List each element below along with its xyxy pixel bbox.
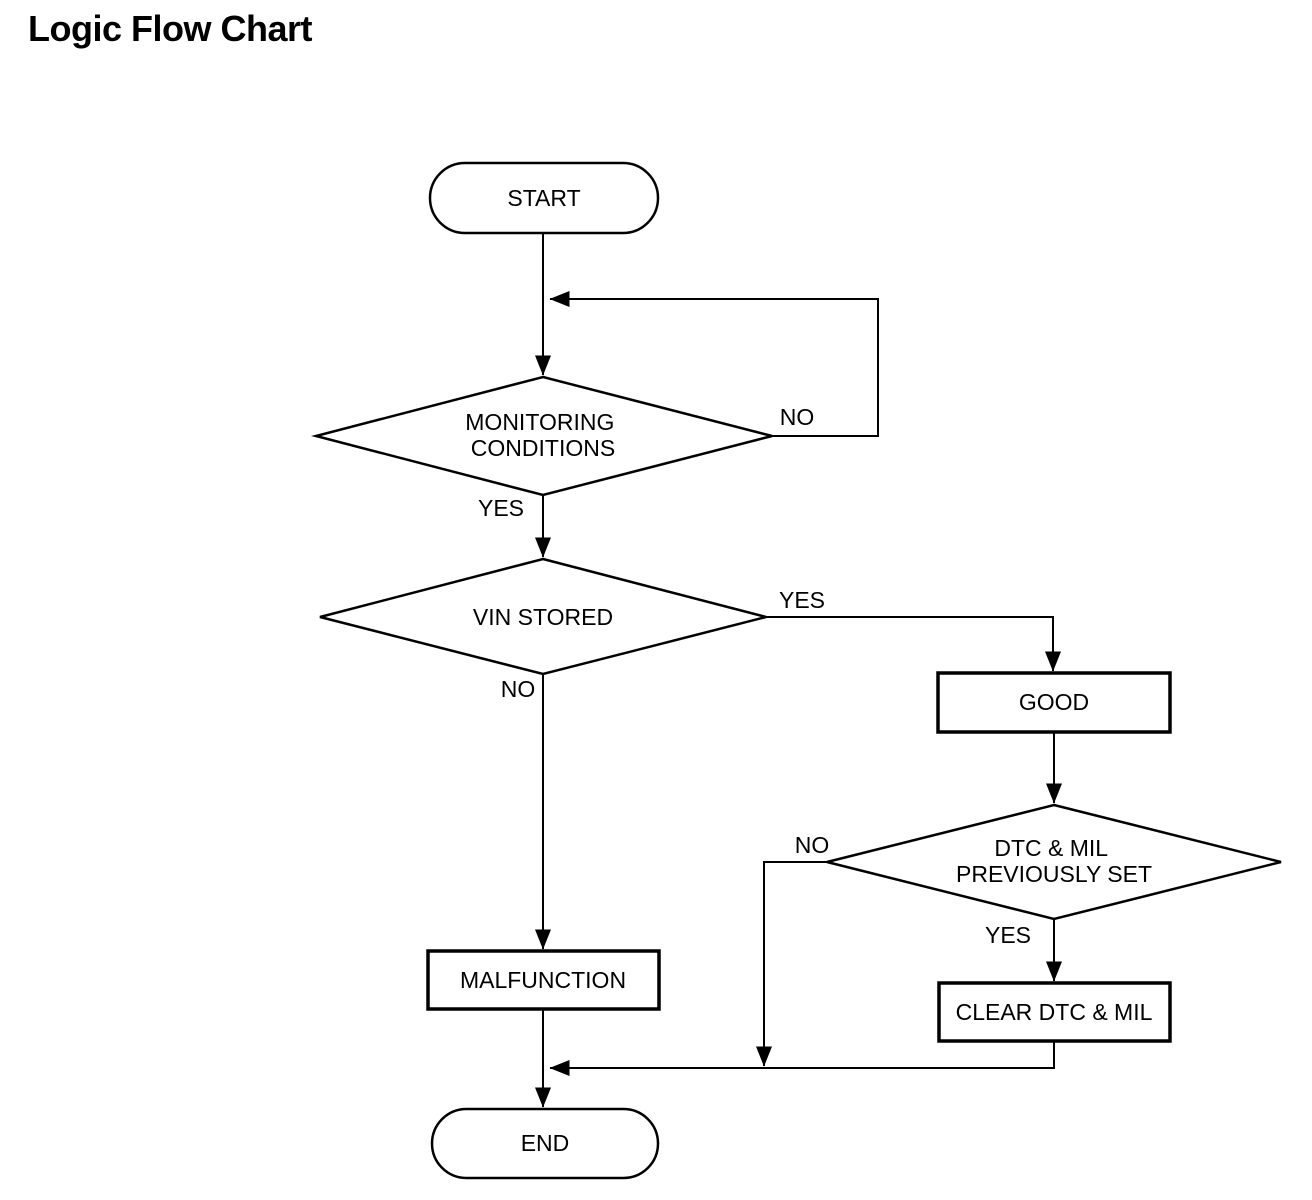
- good-label: GOOD: [1019, 689, 1089, 715]
- page-title: Logic Flow Chart: [28, 8, 313, 49]
- clear-label: CLEAR DTC & MIL: [956, 999, 1153, 1025]
- end-node: END: [430, 1107, 660, 1180]
- clear-dtc-mil-box: CLEAR DTC & MIL: [937, 981, 1172, 1043]
- start-node: START: [428, 161, 660, 235]
- dtc-yes-label: YES: [985, 922, 1031, 948]
- start-terminator-shape: [428, 161, 660, 235]
- nodes: START MONITORING CONDITIONS VIN STORED G…: [311, 161, 1282, 1180]
- edge-dtc-no-to-merge: [756, 861, 827, 1067]
- edge-vin-yes-to-good: [766, 616, 1061, 672]
- malfunction-rect-shape: [426, 949, 661, 1011]
- good-box: GOOD: [936, 671, 1172, 734]
- clear-rect-shape: [937, 981, 1172, 1043]
- vin-no-label: NO: [501, 676, 536, 702]
- dtc-no-label: NO: [795, 832, 830, 858]
- malfunction-label: MALFUNCTION: [460, 967, 626, 993]
- monitoring-diamond-shape: [311, 375, 773, 497]
- dtc-mil-previously-set-decision: DTC & MIL PREVIOUSLY SET: [826, 803, 1282, 921]
- dtc-label: DTC & MIL PREVIOUSLY SET: [956, 835, 1152, 887]
- edge-monitoring-no-loop: [549, 291, 879, 437]
- vin-label: VIN STORED: [473, 604, 613, 630]
- edge-labels: NO YES YES NO NO YES: [478, 404, 1031, 948]
- monitoring-conditions-decision: MONITORING CONDITIONS: [311, 375, 773, 497]
- edge-clear-to-end-line: [549, 1041, 1055, 1076]
- vin-yes-label: YES: [779, 587, 825, 613]
- start-label: START: [507, 185, 580, 211]
- monitoring-label: MONITORING CONDITIONS: [465, 409, 620, 461]
- vin-stored-decision: VIN STORED: [319, 557, 767, 676]
- end-label: END: [521, 1130, 570, 1156]
- edges: [535, 233, 1062, 1108]
- monitoring-no-label: NO: [780, 404, 815, 430]
- good-rect-shape: [936, 671, 1172, 734]
- end-terminator-shape: [430, 1107, 660, 1180]
- monitoring-yes-label: YES: [478, 495, 524, 521]
- malfunction-box: MALFUNCTION: [426, 949, 661, 1011]
- vin-diamond-shape: [319, 557, 767, 676]
- dtc-diamond-shape: [826, 803, 1282, 921]
